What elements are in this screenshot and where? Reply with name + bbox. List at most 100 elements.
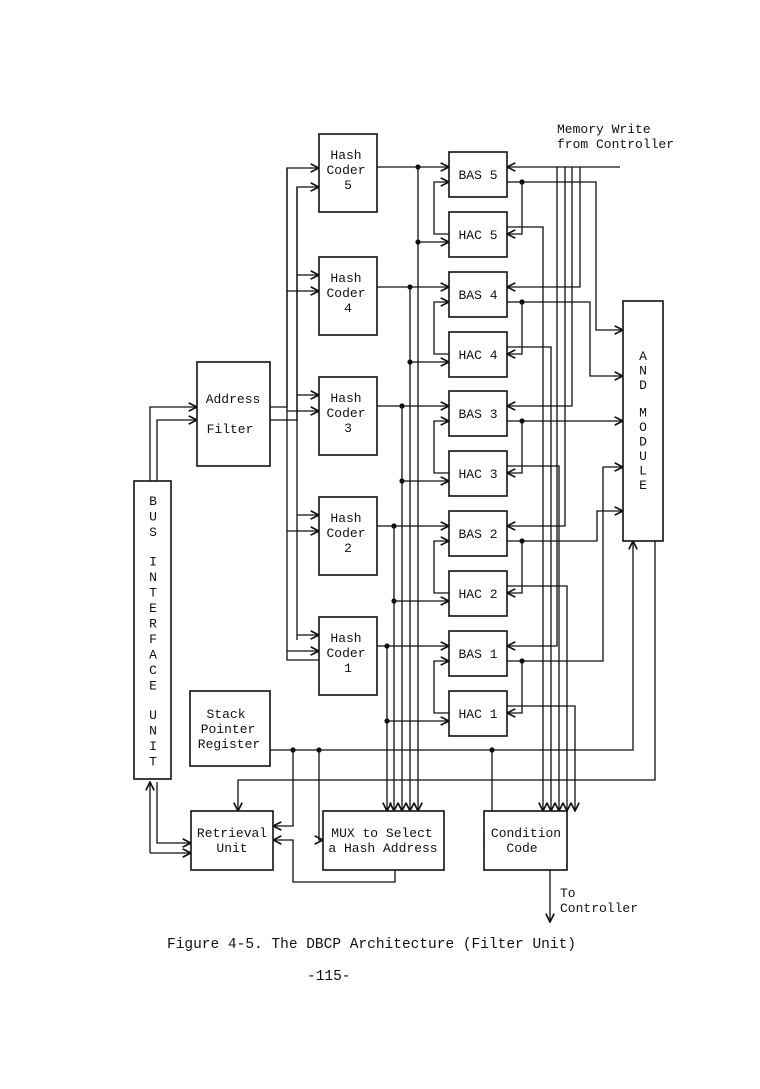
hac-to-bas [433,182,449,235]
bas-to-hac [507,540,523,593]
hac-to-condition [507,226,543,811]
bus-interface-letter: E [149,601,157,616]
hash-coder-label: 3 [344,421,352,436]
hash-coder-label: Coder [326,526,365,541]
hash-coder-box [318,496,378,576]
bus-interface-letter: T [149,585,157,600]
mux-line-2: a Hash Address [328,841,437,856]
bas-to-hac [507,660,523,713]
hash-coder-label: Coder [326,646,365,661]
bus-interface-letter: T [149,754,157,769]
hash-coder-label: 4 [344,301,352,316]
hac-3: HAC 3 [448,450,508,497]
hac-box [448,211,508,258]
memory-write-to-bas [507,167,581,287]
hac-to-condition [507,346,551,811]
bus-interface-letter: N [149,723,157,738]
bas-label: BAS 3 [458,407,497,422]
stack-pointer-to-and [270,541,633,751]
bus-interface-letter: E [149,678,157,693]
mux-to-retrieval [273,840,396,883]
mux-line-1: MUX to Select [331,826,432,841]
connection-wires [149,164,656,922]
and-module-letter: O [639,420,647,435]
hac-to-condition [507,705,575,811]
hash-coder-label: Coder [326,406,365,421]
hac-5: HAC 5 [448,211,508,258]
hac-to-bas [433,661,449,714]
hac-to-bas [433,302,449,355]
address-filter-line-1: Address [206,392,261,407]
bas-3: BAS 3 [448,390,508,437]
retrieval-unit-line-2: Unit [216,841,247,856]
memory-write-to-bas [507,167,558,646]
stack-pointer-line-3: Register [198,737,260,752]
bas-to-hac [507,181,523,234]
hac-to-condition [507,465,559,811]
memory-write-line-2: from Controller [557,137,674,152]
filter-to-coders [270,187,319,421]
hac-label: HAC 5 [458,228,497,243]
bas-box [448,390,508,437]
bus-to-filter [149,407,197,481]
bas-to-hac [507,420,523,473]
and-module-letter: A [639,349,647,364]
bas-label: BAS 2 [458,527,497,542]
hac-box [448,570,508,617]
bus-interface-letter: F [149,632,157,647]
hac-label: HAC 2 [458,587,497,602]
bus-interface-letter: C [149,663,157,678]
bas-2: BAS 2 [448,510,508,557]
hac-box [448,331,508,378]
hac-4: HAC 4 [448,331,508,378]
bus-interface-letter: N [149,570,157,585]
and-to-retrieval [238,541,656,811]
bas-5: BAS 5 [448,151,508,198]
and-module-letter: D [639,435,647,450]
and-module-letter: D [639,378,647,393]
hash-coder-label: Hash [330,391,361,406]
stack-pointer-line-2: Pointer [201,722,256,737]
page-number: -115- [307,969,351,985]
bas-1: BAS 1 [448,630,508,677]
retrieval-unit-line-1: Retrieval [197,826,267,841]
and-module-letter: M [639,406,647,421]
hac-label: HAC 3 [458,467,497,482]
hac-2: HAC 2 [448,570,508,617]
bus-interface-letter: I [149,554,157,569]
hac-to-condition [507,585,567,811]
bas-box [448,630,508,677]
bas-label: BAS 5 [458,168,497,183]
hac-label: HAC 1 [458,707,497,722]
bus-interface-letter: A [149,647,157,662]
bus-interface-letter: B [149,494,157,509]
hash-coder-label: Hash [330,148,361,163]
hac-box [448,450,508,497]
bas-4: BAS 4 [448,271,508,318]
and-module-letter: L [639,464,647,479]
hac-1: HAC 1 [448,690,508,737]
condition-code-line-1: Condition [491,826,561,841]
memory-write-label: Memory Write from Controller [557,122,674,152]
condition-code: Condition Code [483,810,568,871]
hash-coder-box [318,376,378,456]
hac-label: HAC 4 [458,348,497,363]
and-module-letter: N [639,364,647,379]
hac-to-bas [433,541,449,594]
bus-to-retrieval [156,782,191,843]
bus-interface-letter: R [149,616,157,631]
retrieval-unit: Retrieval Unit [190,810,274,871]
hash-coder-label: Coder [326,286,365,301]
memory-write-line-1: Memory Write [557,122,651,137]
hash-coder-box [318,133,378,213]
figure-caption: Figure 4-5. The DBCP Architecture (Filte… [167,937,576,953]
